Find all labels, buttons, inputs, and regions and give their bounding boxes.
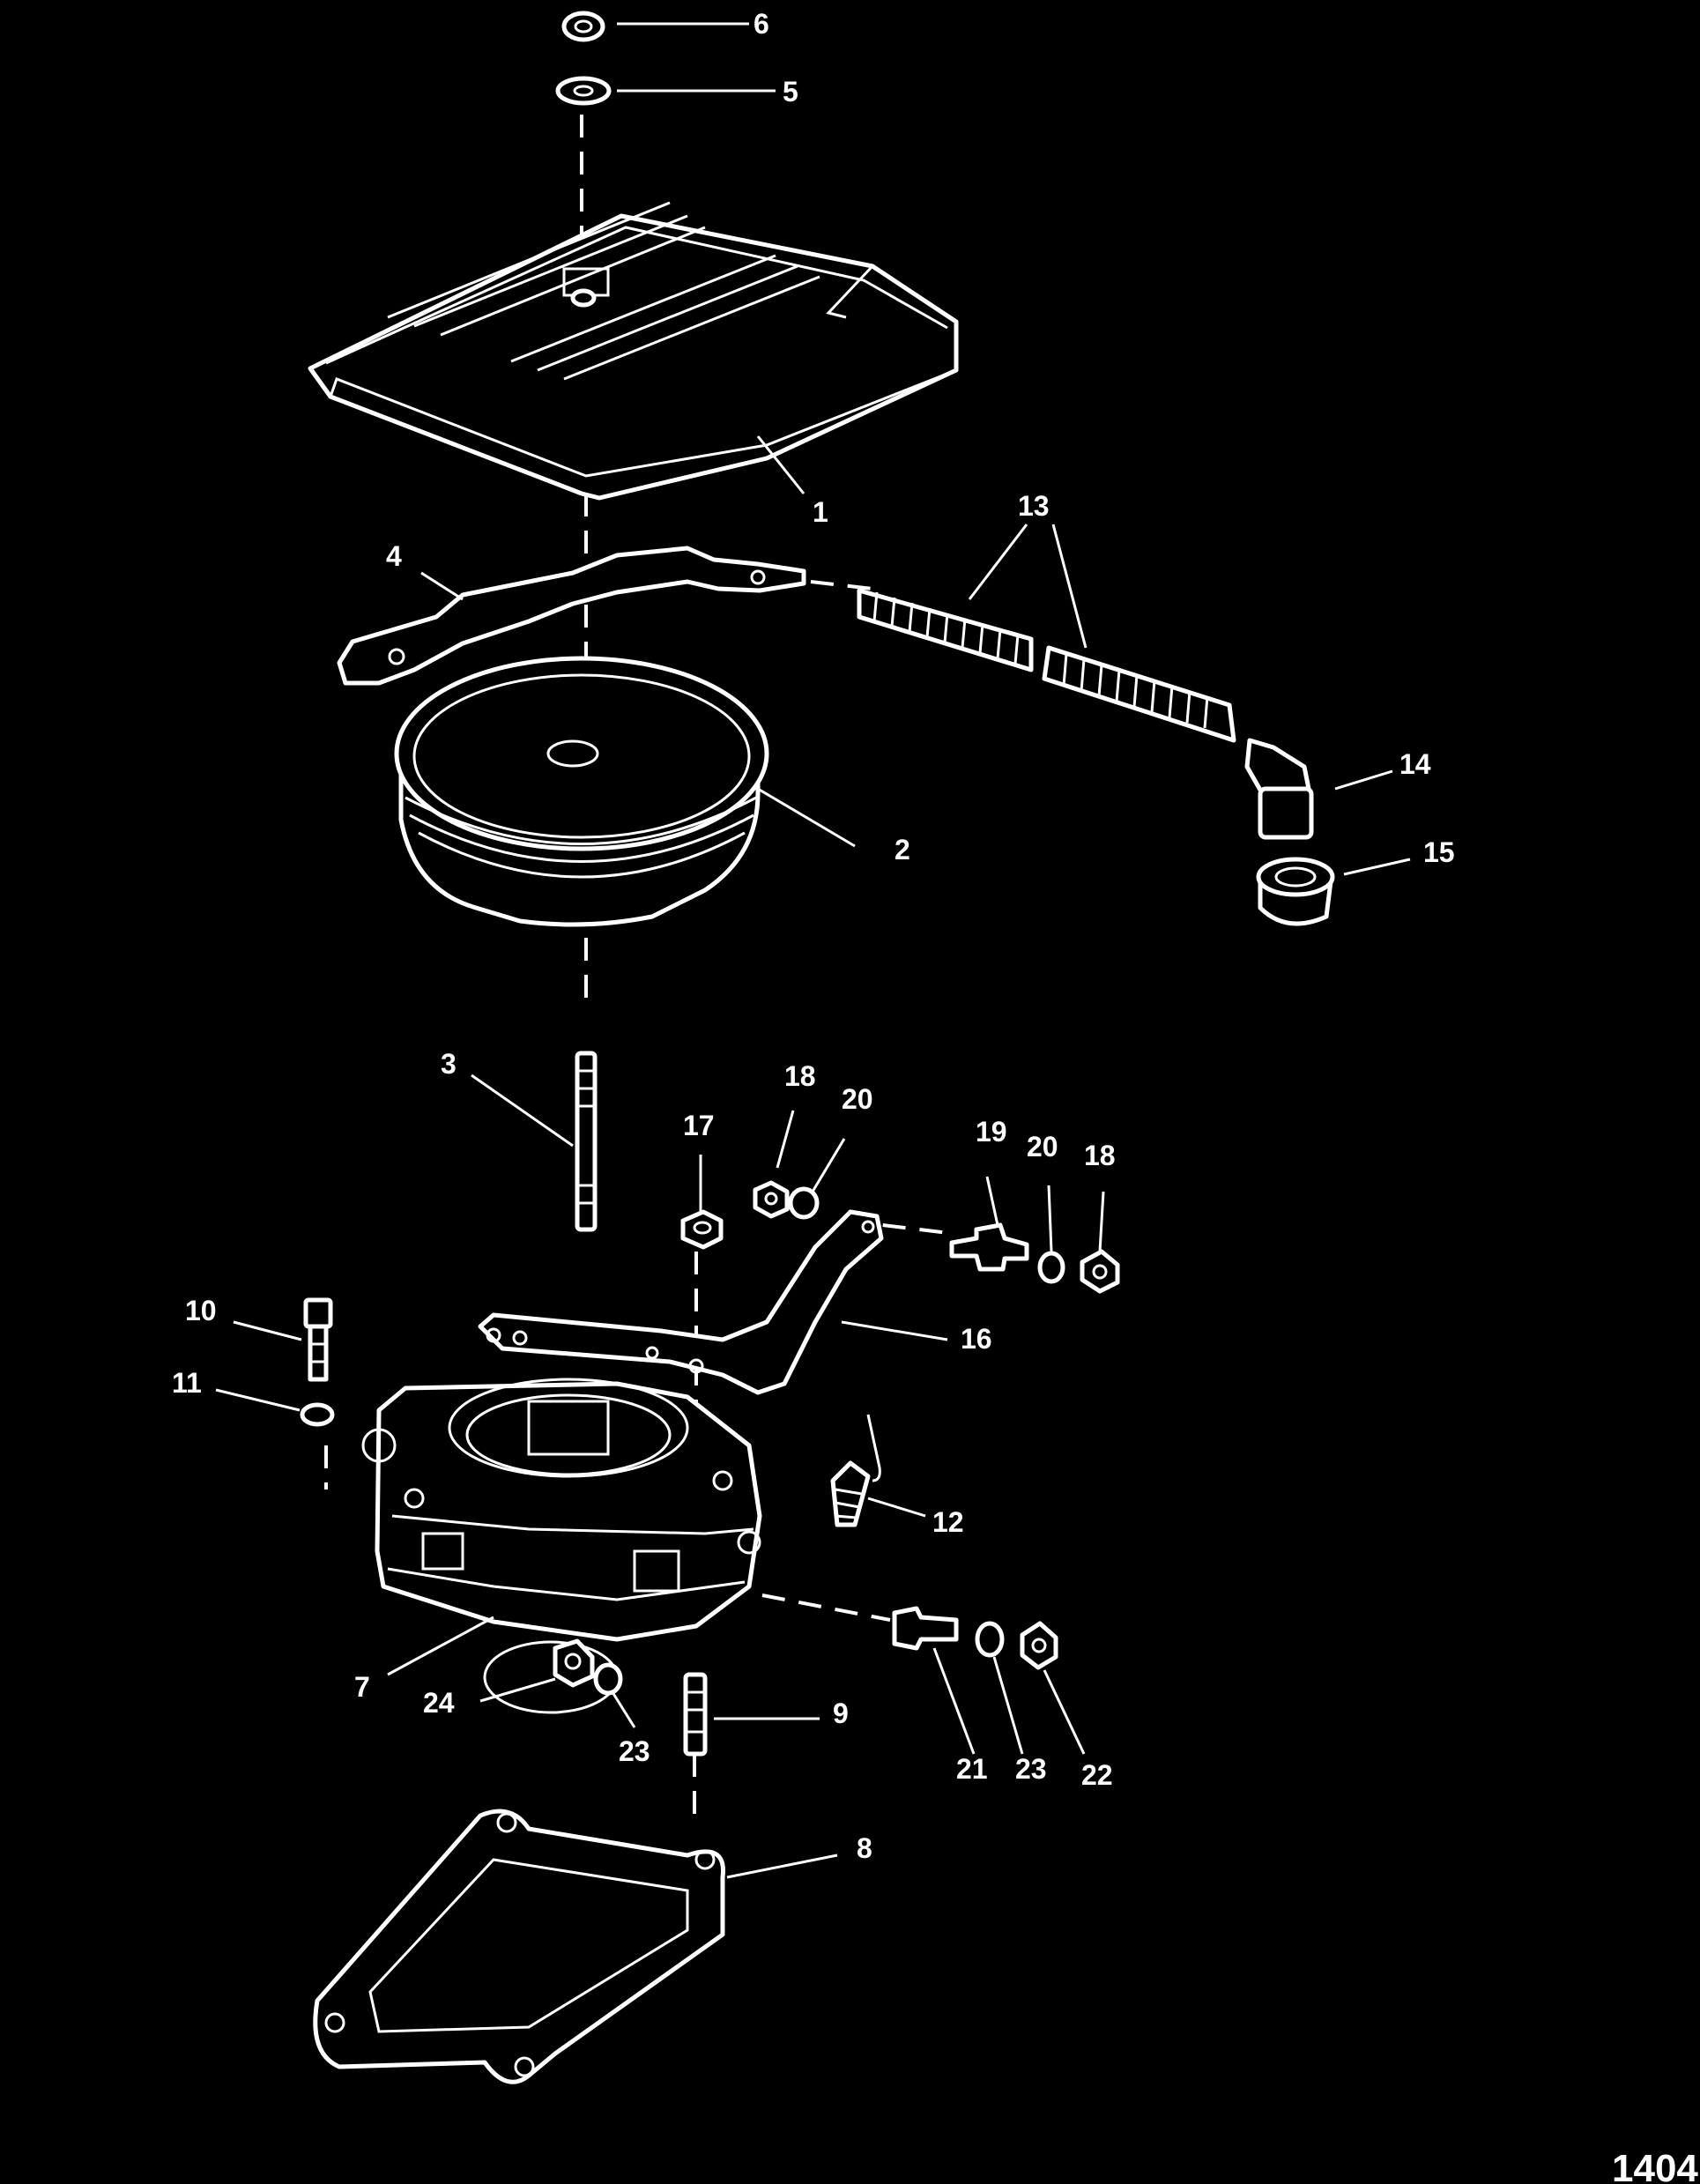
parts-24-23-detail xyxy=(483,1638,623,1714)
callout-10: 10 xyxy=(185,1295,217,1326)
part-11-lockwasher xyxy=(300,1402,335,1427)
callout-11: 11 xyxy=(172,1367,202,1399)
part-2-air-filter-element xyxy=(394,656,769,927)
part-16-cable-bracket xyxy=(478,1209,884,1395)
callout-16: 16 xyxy=(961,1323,992,1355)
callout-8: 8 xyxy=(857,1832,872,1864)
callout-21: 21 xyxy=(956,1753,988,1785)
callout-12: 12 xyxy=(932,1506,964,1538)
part-21-fitting xyxy=(892,1606,959,1651)
callout-6: 6 xyxy=(753,8,769,40)
callout-1: 1 xyxy=(813,496,828,528)
callout-19: 19 xyxy=(976,1116,1007,1148)
callout-24: 24 xyxy=(423,1687,455,1719)
callout-17: 17 xyxy=(683,1110,715,1141)
callout-4: 4 xyxy=(386,540,402,572)
callout-23-b: 23 xyxy=(1015,1753,1047,1785)
callout-5: 5 xyxy=(783,76,798,108)
part-7-carburetor xyxy=(361,1378,762,1642)
part-20-washer-upper xyxy=(788,1186,820,1220)
callout-20-b: 20 xyxy=(1027,1131,1058,1163)
part-5-washer xyxy=(555,76,612,106)
part-8-gasket xyxy=(313,1809,725,2084)
callout-3: 3 xyxy=(441,1048,457,1080)
part-18-nut-upper xyxy=(753,1180,790,1219)
callout-13: 13 xyxy=(1018,490,1050,522)
part-3-stud xyxy=(575,1051,598,1232)
part-1-air-cleaner-cover xyxy=(308,201,959,501)
callout-18-b: 18 xyxy=(1084,1140,1116,1171)
part-18-nut-right xyxy=(1080,1249,1120,1294)
part-12-throttle-spring xyxy=(830,1414,881,1527)
callout-22: 22 xyxy=(1081,1759,1113,1791)
figure-number: 14041 xyxy=(1612,2147,1700,2184)
callout-23-a: 23 xyxy=(619,1735,650,1767)
part-19-ball-stud xyxy=(949,1222,1029,1272)
part-4-bracket xyxy=(337,546,806,686)
leader-lines xyxy=(215,22,1411,1879)
callout-18-a: 18 xyxy=(784,1060,816,1092)
part-9-stud xyxy=(683,1672,708,1757)
part-14-elbow-fitting xyxy=(1244,738,1314,840)
part-15-grommet xyxy=(1256,857,1335,926)
part-22-nut xyxy=(1020,1621,1058,1670)
callout-labels: 6 5 1 13 4 14 2 15 3 18 20 17 19 20 18 1… xyxy=(172,8,1455,1864)
part-13-breather-hoses xyxy=(857,588,1236,743)
callout-14: 14 xyxy=(1399,748,1431,780)
callout-15: 15 xyxy=(1423,836,1455,868)
part-10-bolt xyxy=(303,1297,333,1382)
part-23-washer-right xyxy=(975,1621,1005,1658)
callout-7: 7 xyxy=(354,1671,370,1703)
part-6-nut xyxy=(561,11,605,42)
callout-2: 2 xyxy=(895,834,910,865)
part-17-nut xyxy=(680,1209,724,1250)
callout-20-a: 20 xyxy=(842,1083,873,1115)
part-20-washer-right xyxy=(1037,1251,1065,1284)
callout-9: 9 xyxy=(833,1697,849,1729)
